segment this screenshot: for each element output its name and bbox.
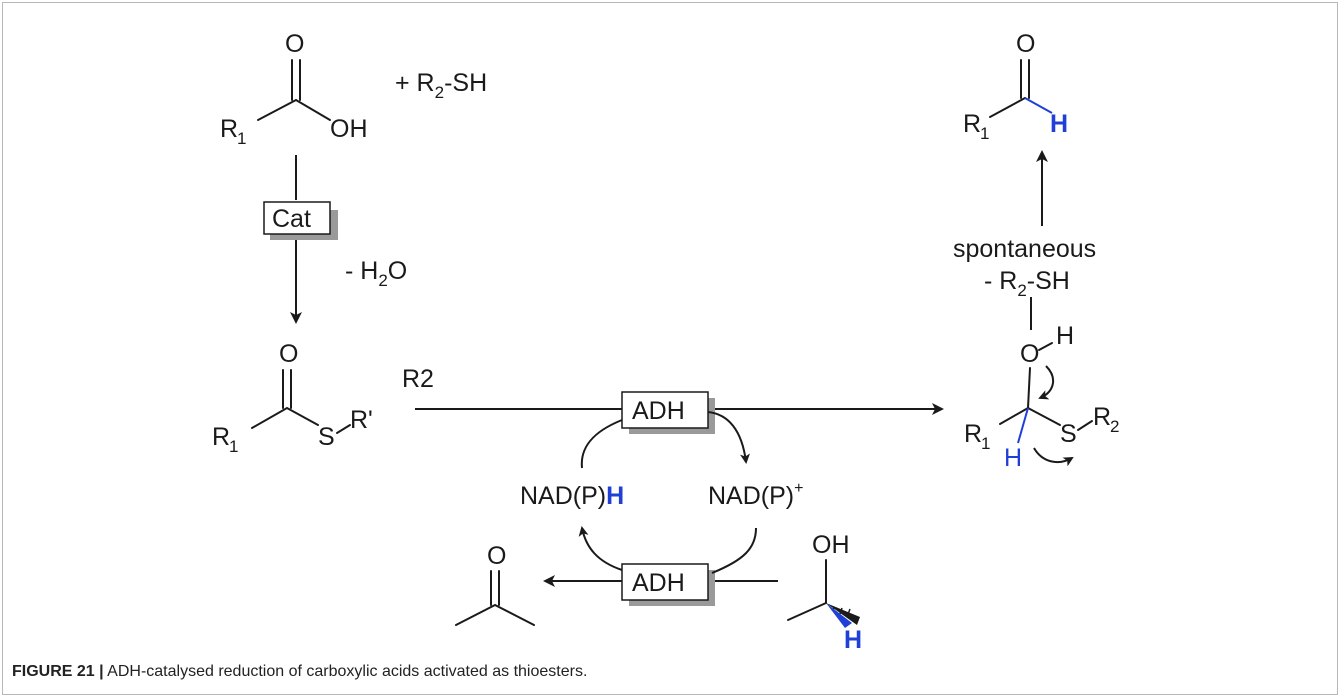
figure-caption: FIGURE 21 | ADH-catalysed reduction of c…: [12, 663, 587, 681]
caption-text: ADH-catalysed reduction of carboxylic ac…: [103, 663, 588, 680]
thioester-r1-sub: 1: [229, 437, 238, 456]
acid-r1: R: [220, 115, 238, 143]
thioester: O R 1 S R': [212, 340, 373, 456]
hemithioacetal: O H R 1 H S R 2: [964, 322, 1119, 472]
svg-text:NAD(P)+: NAD(P)+: [708, 480, 803, 510]
thioester-backbone: [251, 406, 319, 429]
minus-thiol-text: - R: [984, 267, 1017, 295]
acid-oh: OH: [330, 115, 368, 143]
thioester-s: S: [318, 423, 335, 451]
hemi-r2-sub: 2: [1110, 417, 1119, 436]
svg-text:- R2-SH: - R2-SH: [984, 267, 1070, 300]
ipa-oh: OH: [812, 531, 850, 559]
bottom-cycle-right-curve: [711, 527, 757, 574]
push-arrow-cs: [1033, 447, 1074, 467]
aldehyde-product: O R 1 H: [963, 30, 1068, 143]
adh-box-top: ADH: [621, 391, 715, 434]
isopropanol: OH H: [787, 531, 862, 654]
spontaneous-label: spontaneous: [953, 235, 1096, 263]
ipa-hydride: H: [844, 626, 862, 654]
svg-text:- H2O: - H2O: [345, 257, 407, 290]
thioester-r-prime: R': [350, 406, 373, 434]
hemi-hydride: H: [1004, 444, 1022, 472]
aldehyde-hydride: H: [1050, 110, 1068, 138]
caption-label: FIGURE 21 |: [12, 663, 104, 680]
top-cycle-right-curve: [707, 411, 750, 464]
acid-r1-sub: 1: [237, 129, 246, 148]
r2-label: R2: [402, 365, 434, 393]
carboxylic-acid: O R 1 OH: [220, 30, 368, 148]
nadph-label: NAD(P): [520, 482, 606, 510]
hemi-oh-h: H: [1056, 322, 1074, 350]
bottom-cycle-left-curve: [578, 526, 623, 571]
thioester-r1: R: [212, 423, 230, 451]
thioester-c-o-double-bond: [282, 369, 292, 409]
minus-water-text: - H: [345, 257, 378, 285]
acid-backbone: [257, 98, 331, 121]
aldehyde-o: O: [1016, 30, 1035, 58]
adh-box-bottom: ADH: [621, 563, 715, 606]
hemi-s: S: [1060, 420, 1077, 448]
hemi-o: O: [1020, 340, 1039, 368]
aldehyde-r1: R: [963, 110, 981, 138]
thiol-reagent: + R2-SH: [395, 69, 487, 102]
thioester-carbonyl-o: O: [279, 340, 298, 368]
adh-bottom-label: ADH: [632, 569, 685, 597]
hemi-r1-sub: 1: [981, 434, 990, 453]
push-arrow-oh: [1038, 365, 1055, 400]
cat-box: Cat: [263, 201, 338, 240]
nadph-hydride: H: [606, 482, 624, 510]
svg-text:+ R2-SH: + R2-SH: [395, 69, 487, 102]
acetone: O: [455, 542, 535, 626]
plus-thiol-text: + R: [395, 69, 435, 97]
adh-top-label: ADH: [632, 397, 685, 425]
hemi-r1: R: [964, 420, 982, 448]
svg-text:NAD(P)H: NAD(P)H: [520, 482, 624, 510]
cat-label: Cat: [272, 205, 311, 233]
acid-c-o-double-bond: [291, 59, 301, 101]
acetone-o: O: [487, 542, 506, 570]
top-cycle-left-curve: [580, 419, 623, 469]
nadp-label: NAD(P): [708, 482, 794, 510]
aldehyde-r1-sub: 1: [980, 124, 989, 143]
acid-carbonyl-o: O: [285, 30, 304, 58]
hemi-r2: R: [1093, 403, 1111, 431]
